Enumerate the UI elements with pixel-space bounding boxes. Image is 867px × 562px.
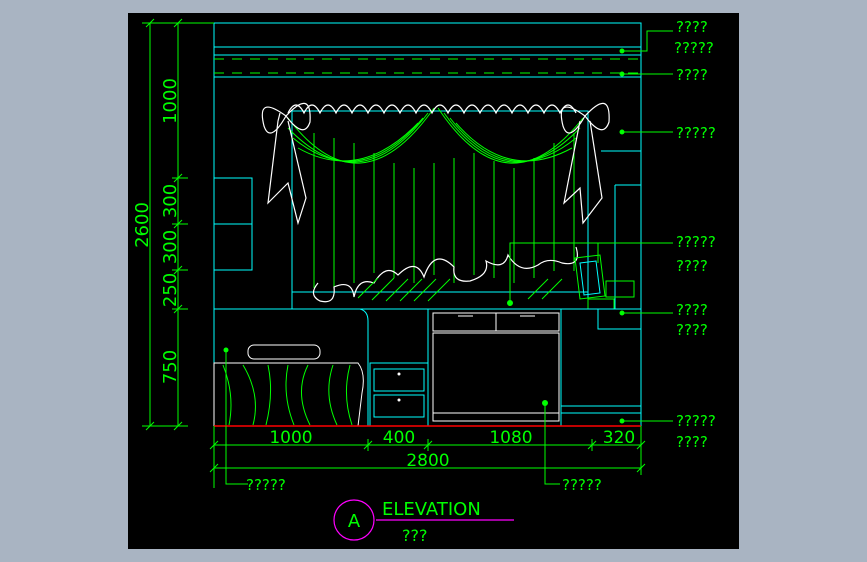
annotation-right-2: ????? [674, 39, 714, 57]
curtain-panels [313, 133, 575, 288]
dim-1000-horizontal: 1000 [269, 428, 312, 448]
vertical-dimension-labels: 1000 300 300 250 750 2600 [132, 78, 181, 384]
drawing-subtitle: ??? [402, 526, 427, 545]
annotation-right-10: ???? [676, 433, 708, 451]
annotation-right-3: ???? [676, 66, 708, 84]
curtain-bow-left [261, 102, 311, 226]
window-frame [291, 110, 589, 310]
annotation-right-7: ???? [676, 301, 708, 319]
bottom-annotations: ????? ????? [246, 476, 602, 494]
leader-lines [225, 30, 673, 485]
curtain-hatch [357, 277, 563, 302]
dim-750-vertical: 750 [160, 350, 181, 384]
horizontal-dimensions [209, 426, 646, 488]
dim-250-vertical: 250 [160, 273, 181, 307]
cad-drawing-canvas: 1000 300 300 250 750 2600 1000 400 1080 … [128, 13, 739, 549]
curtain-ruffle [312, 246, 578, 303]
computer-monitor [574, 254, 635, 310]
horizontal-dimension-labels: 1000 400 1080 320 2800 [269, 428, 635, 471]
bed [213, 308, 369, 427]
cornice [214, 58, 641, 74]
annotation-bottom-2: ????? [562, 476, 602, 494]
dim-1080-horizontal: 1080 [489, 428, 532, 448]
dim-320-horizontal: 320 [603, 428, 635, 448]
dim-2600-vertical: 2600 [132, 202, 153, 248]
annotation-right-4: ????? [676, 124, 716, 142]
annotation-right-6: ???? [676, 257, 708, 275]
curtain-bow-right [560, 102, 610, 225]
annotation-right-1: ???? [676, 18, 708, 36]
elevation-drawing: 1000 300 300 250 750 2600 1000 400 1080 … [132, 18, 716, 545]
annotation-bottom-1: ????? [246, 476, 286, 494]
annotation-right-5: ????? [676, 233, 716, 251]
right-annotations: ???? ????? ???? ????? ????? ???? ???? ??… [674, 18, 716, 451]
drawing-title: ELEVATION [382, 499, 481, 520]
dim-1000-vertical: 1000 [160, 78, 181, 124]
dim-2800-horizontal: 2800 [406, 451, 449, 471]
annotation-right-8: ???? [676, 321, 708, 339]
vertical-dimensions [142, 18, 214, 431]
desk-cabinet [427, 308, 642, 427]
dim-300a-vertical: 300 [160, 184, 181, 218]
section-marker-letter: A [348, 511, 361, 532]
dim-300b-vertical: 300 [160, 230, 181, 264]
dim-400-horizontal: 400 [383, 428, 415, 448]
lamp-fixture [507, 242, 599, 306]
title-block: A ELEVATION ??? [333, 499, 514, 545]
curtain-valance [287, 104, 577, 115]
annotation-right-9: ????? [676, 412, 716, 430]
bedside-cabinet [369, 362, 429, 427]
section-marker-circle [333, 499, 375, 541]
curtain-swags [287, 107, 584, 164]
